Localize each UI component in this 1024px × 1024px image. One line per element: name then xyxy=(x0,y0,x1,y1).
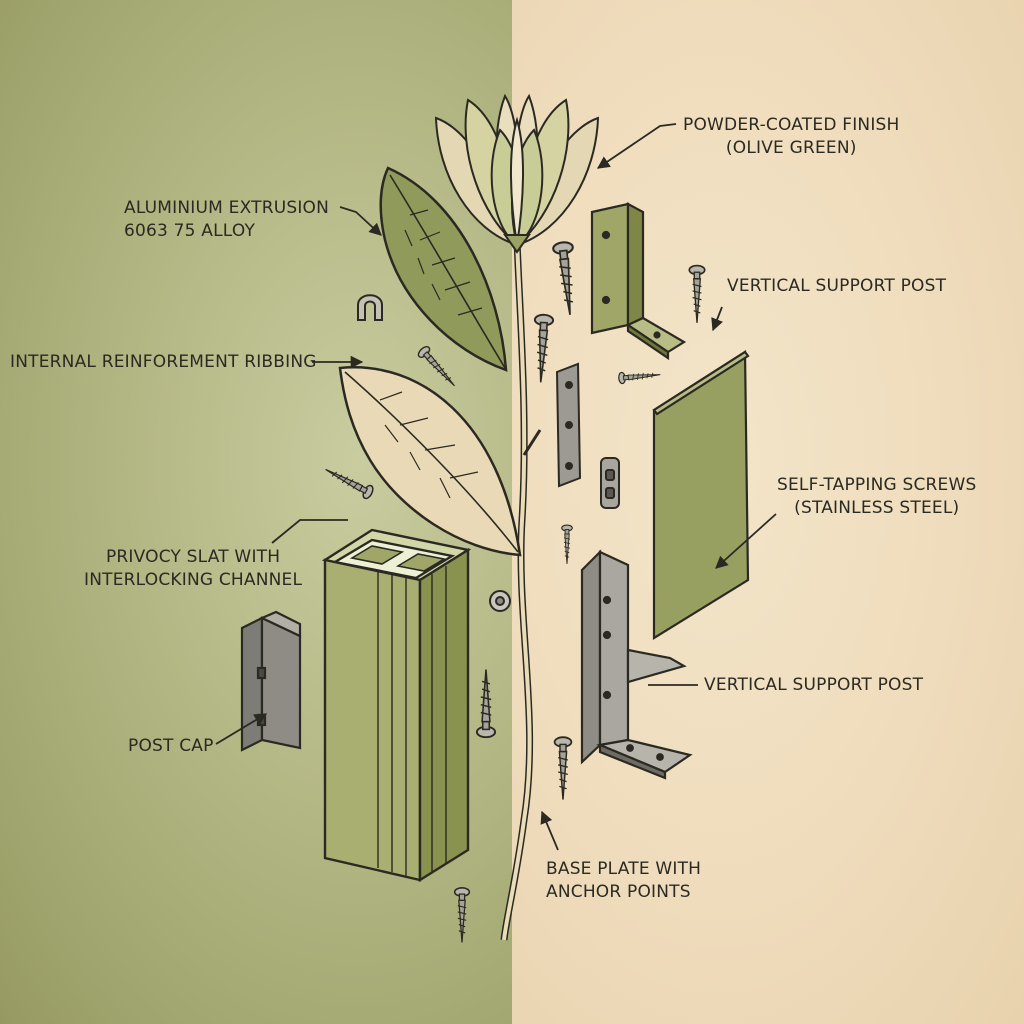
label-aluminium-extrusion: ALUMINIUM EXTRUSION 6063 75 ALLOY xyxy=(124,197,329,243)
screw xyxy=(553,736,573,801)
leader-base-plate xyxy=(540,810,559,851)
vertical-support-post-top xyxy=(590,202,687,361)
label-self-tapping-screws: SELF-TAPPING SCREWS (STAINLESS STEEL) xyxy=(777,474,976,520)
post-cap-channel xyxy=(240,610,302,752)
aluminium-extrusion-profile xyxy=(321,528,472,883)
label-internal-ribbing: INTERNAL REINFOREMENT RIBBING xyxy=(10,351,317,374)
leader-powder-coated xyxy=(596,123,677,169)
screw xyxy=(561,524,573,565)
steel-strap-plate xyxy=(555,362,582,488)
olive-privacy-panel xyxy=(652,350,750,640)
label-base-plate: BASE PLATE WITH ANCHOR POINTS xyxy=(546,858,701,904)
label-powder-coated-line1: POWDER-COATED FINISH xyxy=(683,115,900,135)
label-privacy-slat-line2: INTERLOCKING CHANNEL xyxy=(84,570,303,590)
leader-self-tapping-screws xyxy=(715,513,777,569)
label-aluminium-extrusion-line1: ALUMINIUM EXTRUSION xyxy=(124,198,330,218)
plant-stem xyxy=(500,239,534,941)
label-base-plate-line2: ANCHOR POINTS xyxy=(546,882,691,902)
label-privacy-slat: PRIVOCY SLAT WITH INTERLOCKING CHANNEL xyxy=(84,546,302,592)
screw xyxy=(453,887,471,944)
screw xyxy=(321,462,376,501)
label-vertical-post-top-line1: VERTICAL SUPPORT POST xyxy=(727,276,947,296)
label-vertical-post-mid-line1: VERTICAL SUPPORT POST xyxy=(704,675,924,695)
screw xyxy=(530,313,555,384)
label-powder-coated: POWDER-COATED FINISH (OLIVE GREEN) xyxy=(683,114,900,160)
screw xyxy=(551,240,581,317)
label-self-tapping-screws-line2: (STAINLESS STEEL) xyxy=(794,498,960,518)
screw xyxy=(688,264,706,324)
screw xyxy=(617,368,662,385)
label-privacy-slat-line1: PRIVOCY SLAT WITH xyxy=(105,547,281,567)
u-clip xyxy=(357,294,383,321)
leaf-upper xyxy=(379,166,508,372)
washer xyxy=(489,590,511,612)
leader-post-cap xyxy=(215,713,268,745)
label-vertical-post-top: VERTICAL SUPPORT POST xyxy=(727,275,946,298)
label-powder-coated-line2: (OLIVE GREEN) xyxy=(725,138,857,158)
label-aluminium-extrusion-line2: 6063 75 ALLOY xyxy=(124,221,256,241)
base-plate-bracket xyxy=(580,549,693,780)
leader-privacy-slat xyxy=(271,519,348,544)
label-base-plate-line1: BASE PLATE WITH xyxy=(546,859,702,879)
label-self-tapping-screws-line1: SELF-TAPPING SCREWS xyxy=(777,475,977,495)
screw xyxy=(415,344,461,392)
label-post-cap-line1: POST CAP xyxy=(128,736,214,756)
leader-vertical-post-top xyxy=(711,306,723,332)
background-right-cream xyxy=(512,0,1024,1024)
leader-aluminium-extrusion xyxy=(339,206,382,236)
leaf-lower xyxy=(338,366,522,557)
lotus-flower xyxy=(434,93,600,254)
small-clip xyxy=(600,457,620,509)
screw xyxy=(475,668,497,739)
label-internal-ribbing-line1: INTERNAL REINFOREMENT RIBBING xyxy=(10,352,317,372)
label-post-cap: POST CAP xyxy=(128,735,214,758)
label-vertical-post-mid: VERTICAL SUPPORT POST xyxy=(704,674,923,697)
